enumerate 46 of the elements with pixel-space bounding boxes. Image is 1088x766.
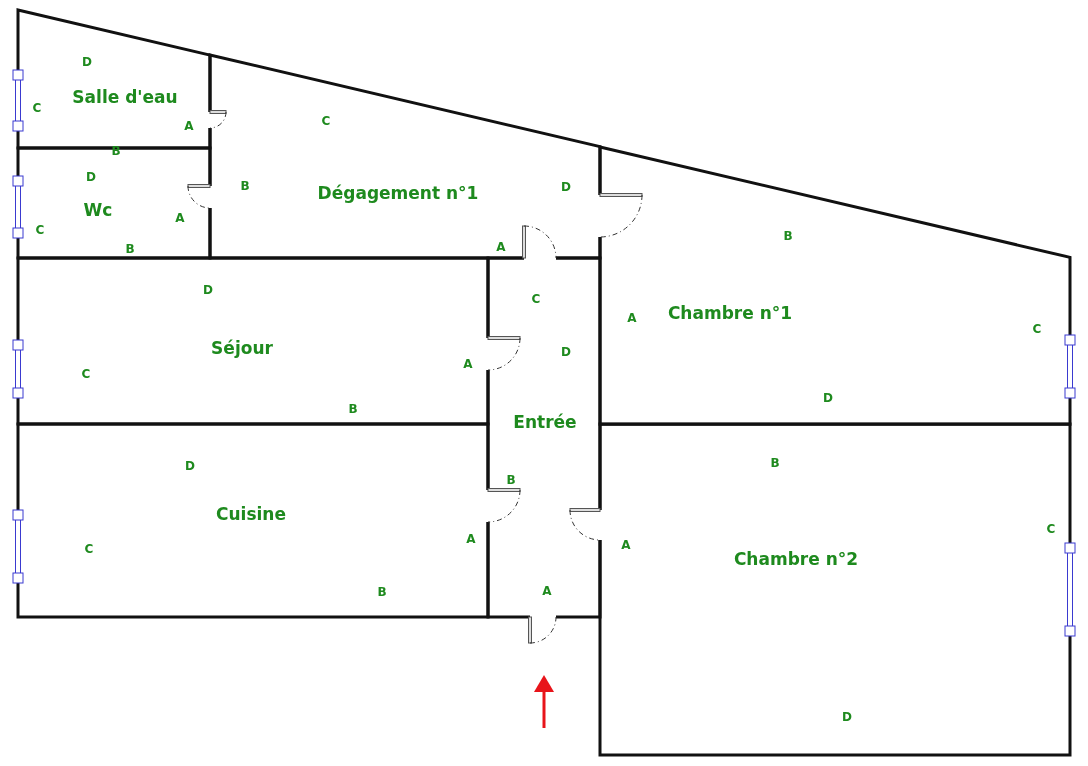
wall-letter: C bbox=[321, 114, 331, 128]
room-name: Cuisine bbox=[216, 504, 286, 524]
wall-letter: D bbox=[185, 459, 195, 473]
wall-letter: D bbox=[561, 345, 571, 359]
room-name: Chambre n°1 bbox=[667, 303, 793, 323]
wall-letter: C bbox=[81, 367, 91, 381]
wall-letter: C bbox=[32, 101, 42, 115]
wall-letter: D bbox=[842, 710, 852, 724]
wall-letter: B bbox=[348, 402, 358, 416]
wall-letter: A bbox=[627, 311, 637, 325]
wall-letter: B bbox=[506, 473, 516, 487]
wall-letter: B bbox=[240, 179, 250, 193]
wall-letter: B bbox=[377, 585, 387, 599]
room-name: Séjour bbox=[211, 338, 273, 358]
wall-letter: D bbox=[823, 391, 833, 405]
wall-letter: B bbox=[783, 229, 793, 243]
room-name: Entrée bbox=[513, 412, 577, 432]
wall-letter: A bbox=[621, 538, 631, 552]
room-outline bbox=[600, 146, 1070, 424]
wall-letter: A bbox=[496, 240, 506, 254]
wall-letter: D bbox=[561, 180, 571, 194]
wall-letter: A bbox=[542, 584, 552, 598]
room-name: Chambre n°2 bbox=[733, 549, 859, 569]
room-outline bbox=[18, 424, 488, 617]
wall-letter: C bbox=[35, 223, 45, 237]
wall-letter: B bbox=[770, 456, 780, 470]
room-outline bbox=[18, 148, 210, 258]
wall-letter: C bbox=[531, 292, 541, 306]
wall-letter: A bbox=[184, 119, 194, 133]
wall-letter: C bbox=[1032, 322, 1042, 336]
wall-letter: C bbox=[1046, 522, 1056, 536]
wall-letter: D bbox=[82, 55, 92, 69]
room-name: Wc bbox=[83, 200, 113, 220]
wall-letter: D bbox=[203, 283, 213, 297]
room-outline bbox=[18, 258, 488, 424]
wall-letter: C bbox=[84, 542, 94, 556]
wall-letter: A bbox=[175, 211, 185, 225]
wall-letter: A bbox=[463, 357, 473, 371]
wall-letter: D bbox=[86, 170, 96, 184]
wall-letter: B bbox=[125, 242, 135, 256]
room-outline bbox=[210, 55, 600, 258]
room-outline bbox=[600, 424, 1070, 755]
room-outline bbox=[18, 10, 210, 148]
room-name: Dégagement n°1 bbox=[317, 183, 479, 203]
wall-letter: A bbox=[466, 532, 476, 546]
room-name: Salle d'eau bbox=[72, 87, 178, 107]
